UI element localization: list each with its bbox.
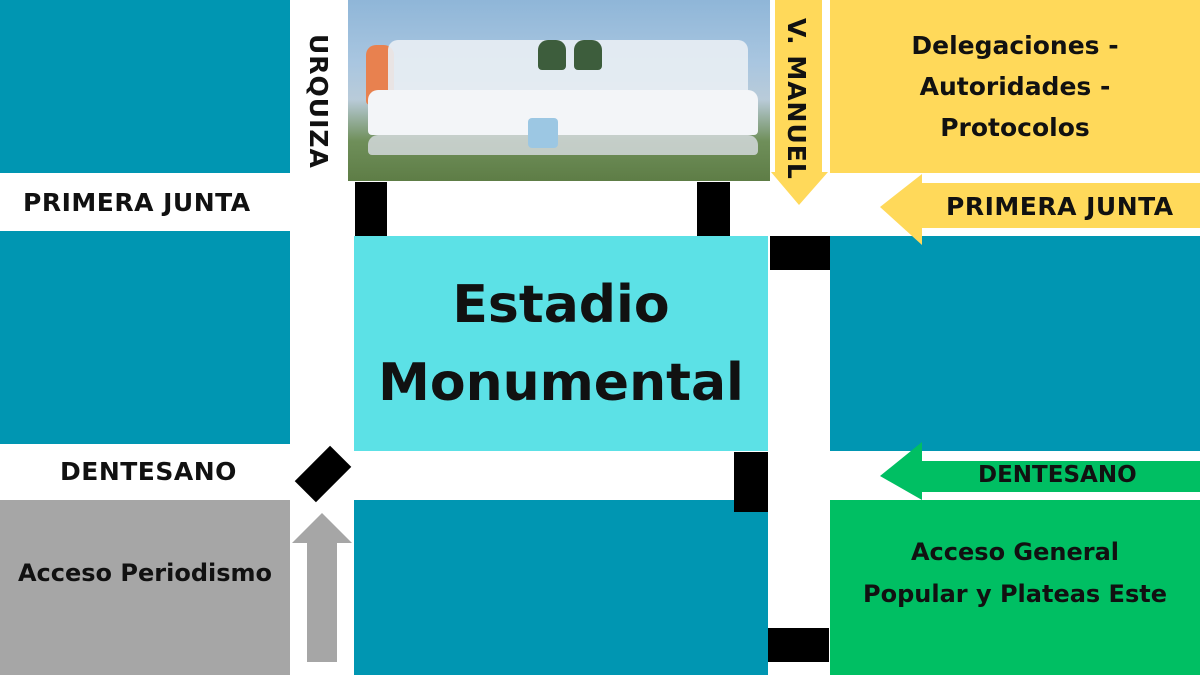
- dentesano-arrow-left-icon: [880, 442, 1200, 500]
- street-primera-junta-right: PRIMERA JUNTA: [946, 192, 1174, 221]
- gate-marker-north-west: [355, 182, 387, 236]
- stadium-line1: Estadio: [452, 274, 670, 335]
- street-primera-junta-left: PRIMERA JUNTA: [23, 188, 251, 217]
- general-line2: Popular y Plateas Este: [863, 579, 1167, 608]
- gate-marker-east-top: [770, 236, 830, 270]
- team-photo: [348, 0, 770, 181]
- delegaciones-line2: Autoridades -: [919, 72, 1111, 101]
- zone-delegaciones: Delegaciones - Autoridades - Protocolos: [830, 0, 1200, 173]
- stadium-line2: Monumental: [378, 352, 744, 413]
- delegaciones-line3: Protocolos: [940, 113, 1090, 142]
- periodismo-label: Acceso Periodismo: [17, 558, 273, 587]
- delegaciones-line1: Delegaciones -: [911, 31, 1119, 60]
- street-v-manuel: V. MANUEL: [782, 18, 811, 180]
- gate-marker-north-east: [697, 182, 730, 236]
- gate-marker-east-bottom: [768, 628, 829, 662]
- city-block-middle-right: [830, 236, 1200, 451]
- general-line1: Acceso General: [910, 537, 1120, 566]
- gate-marker-south-west-diagonal: [294, 445, 352, 503]
- city-block-bottom-center: [354, 500, 768, 675]
- street-urquiza: URQUIZA: [304, 34, 333, 169]
- gate-marker-south-east: [734, 452, 768, 512]
- zone-acceso-general: Acceso General Popular y Plateas Este: [830, 500, 1200, 675]
- periodismo-arrow-up-icon: [292, 513, 352, 662]
- city-block-middle-left: [0, 231, 290, 444]
- street-dentesano-left: DENTESANO: [60, 457, 237, 486]
- primera-junta-arrow-left-icon: [880, 174, 1200, 245]
- v-manuel-arrow-down-icon: [771, 0, 828, 205]
- city-block-top-left: [0, 0, 290, 173]
- stadium-estadio-monumental[interactable]: Estadio Monumental: [354, 236, 768, 451]
- zone-acceso-periodismo: Acceso Periodismo: [0, 500, 290, 675]
- street-dentesano-right: DENTESANO: [978, 462, 1137, 488]
